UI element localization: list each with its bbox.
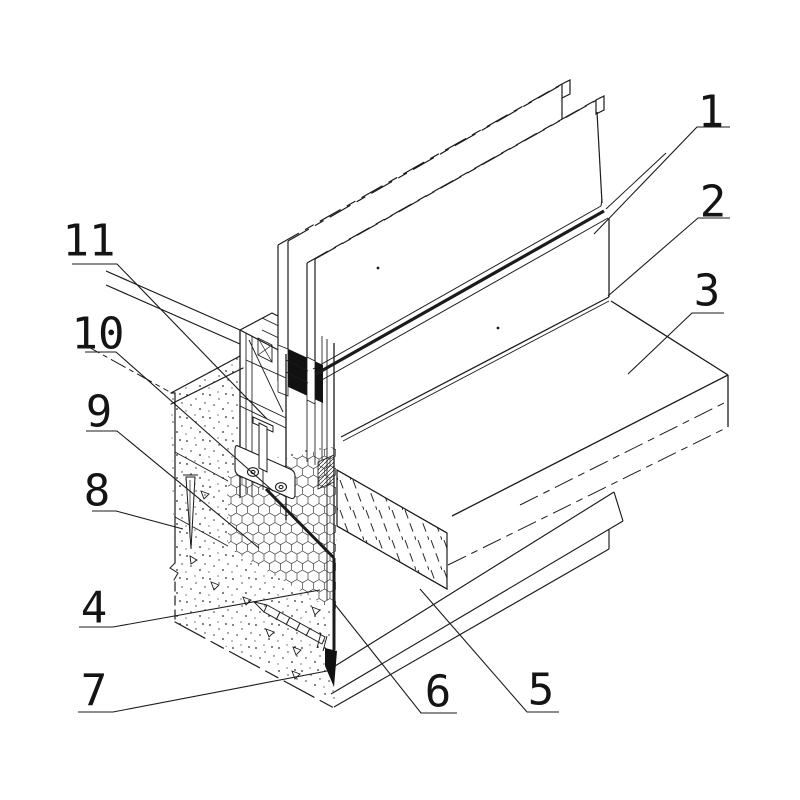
callout-label-6: 6 [425,667,452,718]
thermal-pad [317,454,335,490]
leader-line-10 [85,351,274,492]
callout-label-8: 8 [84,466,111,517]
callout-label-2: 2 [700,177,727,228]
slab-box [343,300,729,566]
leader-line-7 [78,670,328,713]
insulation-honeycomb-pattern [228,446,336,612]
mineral-wool-block [336,469,448,590]
reference-dots [376,266,500,330]
leader-line-5 [419,588,559,713]
callout-label-4: 4 [81,583,108,634]
joint-seal [264,339,337,687]
leader-line-3 [627,312,724,375]
leader-line-9 [86,430,260,549]
callout-label-11: 11 [63,216,116,267]
glazing-bead [312,152,667,382]
back-pan-heavy-line [264,487,336,560]
leader-line-8 [92,510,184,530]
callout-label-1: 1 [698,87,725,138]
leader-line-2 [607,217,730,297]
sealant-wedge [325,648,337,687]
t-bolt [252,416,274,490]
callout-label-3: 3 [694,266,721,317]
callout-label-5: 5 [528,665,555,716]
brace-diagonal [248,339,284,413]
wall-spike-anchor [183,474,198,550]
glass-pane-back [306,95,605,376]
leader-line-6 [332,601,457,714]
transom-back-edges [105,270,241,345]
leader-line-11 [72,263,268,420]
leader-line-1 [593,126,730,235]
callouts: 1 2 3 4 5 6 7 8 9 10 11 [63,87,730,718]
callout-label-7: 7 [81,666,108,717]
flashing-trim [326,491,624,708]
spandrel-panel [320,218,610,442]
callout-label-10: 10 [72,309,125,360]
break-cut-line [605,152,667,210]
callout-label-9: 9 [86,387,113,438]
leader-line-4 [79,589,321,628]
